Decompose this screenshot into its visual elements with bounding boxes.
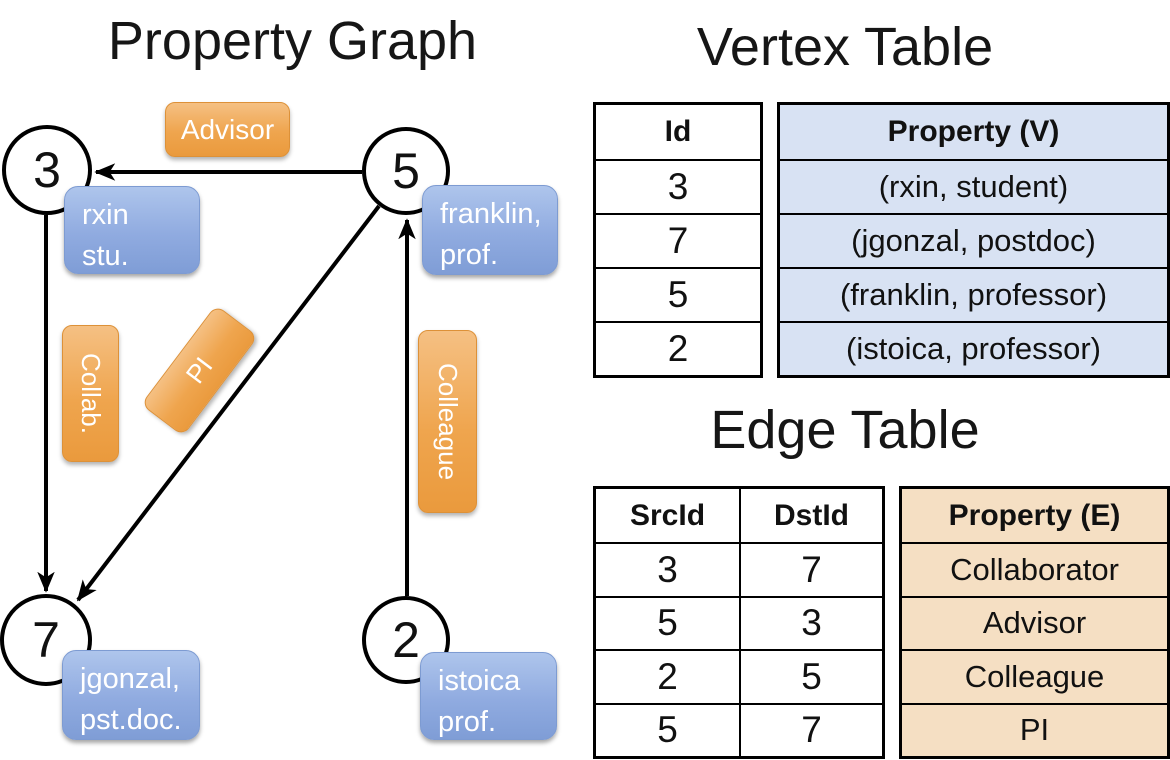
vertex-box-jgonzal-line1: jgonzal, — [80, 663, 180, 695]
edge-table-property-column: Property (E) Collaborator Advisor Collea… — [899, 486, 1170, 759]
graph-node-2: 2 — [362, 596, 450, 684]
edge-table-property-cell: Advisor — [902, 595, 1167, 649]
edge-table-src-cell: 5 — [596, 702, 739, 756]
vertex-box-rxin-line2: stu. — [82, 240, 129, 273]
edge-table-dst-cell: 3 — [739, 595, 882, 650]
edge-table-src-cell: 2 — [596, 649, 739, 702]
edge-table: SrcId DstId 3 7 5 3 2 5 5 7 Property (E)… — [593, 486, 1170, 759]
vertex-table-property-header: Property (V) — [887, 115, 1060, 148]
vertex-table-id-column: Id 3 7 5 2 — [593, 102, 763, 378]
vertex-table-property-column: Property (V) (rxin, student) (jgonzal, p… — [777, 102, 1170, 378]
edge-table-property-cell: Collaborator — [902, 542, 1167, 595]
edge-table-title: Edge Table — [710, 400, 980, 460]
edge-table-property-header: Property (E) — [948, 498, 1121, 532]
edge-table-dst-cell: 7 — [739, 542, 882, 596]
edge-label-colleague-text: Colleague — [433, 362, 463, 481]
edge-label-advisor-text: Advisor — [180, 113, 275, 145]
property-graph-title: Property Graph — [107, 11, 478, 71]
node-7-label: 7 — [32, 612, 60, 668]
vertex-table-id-cell: 5 — [596, 267, 760, 321]
edge-label-collab: Collab. — [62, 325, 119, 462]
edge-label-collab-text: Collab. — [76, 353, 106, 434]
edge-label-advisor: Advisor — [165, 102, 290, 157]
graph-node-5: 5 — [362, 127, 450, 215]
edge-table-src-cell: 3 — [596, 542, 739, 595]
edge-pi-arrow-5-to-7 — [76, 204, 381, 602]
edge-table-src-dst-columns: SrcId DstId 3 7 5 3 2 5 5 7 — [593, 486, 885, 759]
vertex-table-id-cell: 7 — [596, 213, 760, 267]
graph-edges-layer — [37, 163, 416, 602]
vertex-table-id-header: Id — [664, 115, 692, 148]
edge-label-pi-text: PI — [179, 351, 219, 390]
vertex-box-jgonzal-line2: pst.doc. — [80, 704, 182, 737]
vertex-table-column-gap — [763, 102, 777, 378]
vertex-table-id-cell: 2 — [596, 321, 760, 375]
edge-table-column-gap — [885, 486, 899, 759]
edge-table-src-header: SrcId — [629, 498, 706, 532]
edge-table-src-cell: 5 — [596, 595, 739, 649]
vertex-table-property-cell: (istoica, professor) — [780, 321, 1167, 375]
vertex-box-jgonzal: jgonzal, pst.doc. — [62, 650, 200, 740]
edge-label-colleague: Colleague — [418, 330, 477, 513]
vertex-box-franklin-line1: franklin, — [440, 198, 542, 230]
edge-table-property-cell: PI — [902, 702, 1167, 756]
vertex-table-id-cell: 3 — [596, 159, 760, 213]
edge-table-dst-cell: 7 — [739, 702, 882, 756]
vertex-table-title: Vertex Table — [696, 17, 994, 77]
vertex-box-rxin: rxin stu. — [64, 186, 200, 274]
edge-table-property-cell: Colleague — [902, 649, 1167, 702]
vertex-box-istoica-line2: prof. — [438, 706, 497, 739]
vertex-box-istoica: istoica prof. — [420, 652, 557, 740]
vertex-table-property-cell: (franklin, professor) — [780, 267, 1167, 321]
vertex-box-istoica-line1: istoica — [438, 665, 521, 697]
node-5-label: 5 — [392, 143, 420, 199]
vertex-box-franklin-line2: prof. — [440, 239, 499, 272]
vertex-table-property-cell: (rxin, student) — [780, 159, 1167, 213]
edge-table-dst-header: DstId — [739, 489, 882, 543]
vertex-box-franklin: franklin, prof. — [422, 185, 558, 275]
vertex-table-property-cell: (jgonzal, postdoc) — [780, 213, 1167, 267]
node-3-label: 3 — [33, 142, 61, 198]
edge-table-dst-cell: 5 — [739, 649, 882, 703]
node-2-label: 2 — [392, 612, 420, 668]
vertex-table: Id 3 7 5 2 Property (V) (rxin, student) … — [593, 102, 1170, 378]
vertex-box-rxin-line1: rxin — [82, 199, 129, 231]
